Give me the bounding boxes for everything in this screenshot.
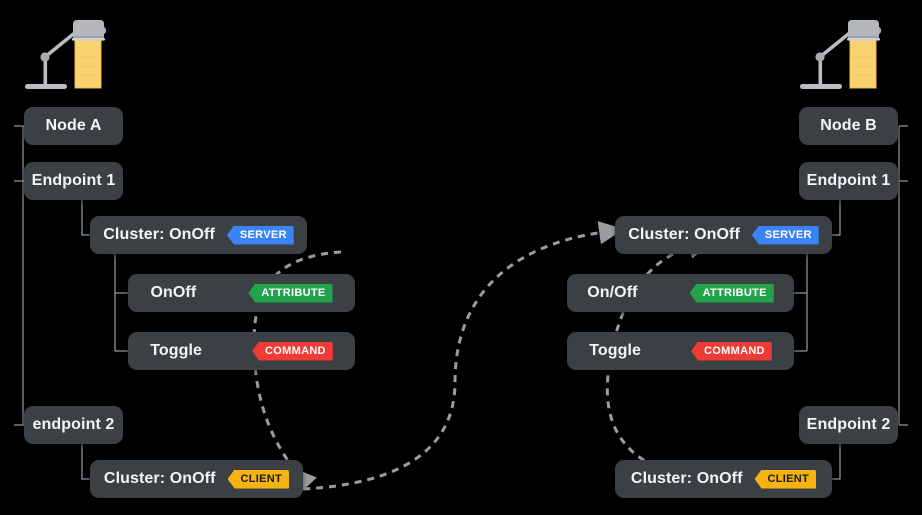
desk-lamp-icon-left xyxy=(25,20,107,89)
left-attribute-onoff-label: OnOff xyxy=(150,284,197,301)
left-cluster-onoff-server-label: Cluster: OnOff xyxy=(103,226,215,243)
node-a-label: Node A xyxy=(45,117,102,134)
right-client-badge: CLIENT xyxy=(754,469,817,489)
right-attribute-badge: ATTRIBUTE xyxy=(689,283,774,303)
left-server-badge: SERVER xyxy=(226,225,294,245)
left-command-badge: COMMAND xyxy=(252,341,333,361)
node-a-box[interactable]: Node A xyxy=(24,107,123,145)
left-command-toggle-label: Toggle xyxy=(150,342,203,359)
left-cluster-onoff-client-box[interactable]: Cluster: OnOff CLIENT xyxy=(90,460,303,498)
left-cluster-onoff-server-box[interactable]: Cluster: OnOff SERVER xyxy=(90,216,307,254)
left-endpoint-1-box[interactable]: Endpoint 1 xyxy=(24,162,123,200)
right-server-badge: SERVER xyxy=(751,225,819,245)
right-command-badge: COMMAND xyxy=(691,341,772,361)
right-endpoint-2-label: Endpoint 2 xyxy=(806,416,891,433)
left-cluster-onoff-client-label: Cluster: OnOff xyxy=(103,470,216,487)
node-b-label: Node B xyxy=(820,117,877,134)
left-endpoint-2-box[interactable]: endpoint 2 xyxy=(24,406,123,444)
node-b-box[interactable]: Node B xyxy=(799,107,898,145)
right-endpoint-1-box[interactable]: Endpoint 1 xyxy=(799,162,898,200)
right-endpoint-2-box[interactable]: Endpoint 2 xyxy=(799,406,898,444)
left-command-toggle-box[interactable]: Toggle COMMAND xyxy=(128,332,355,370)
left-attribute-onoff-box[interactable]: OnOff ATTRIBUTE xyxy=(128,274,355,312)
right-cluster-onoff-server-label: Cluster: OnOff xyxy=(628,226,740,243)
left-endpoint-2-label: endpoint 2 xyxy=(32,416,115,433)
left-client-badge: CLIENT xyxy=(227,469,290,489)
right-attribute-onoff-label: On/Off xyxy=(587,284,638,301)
right-attribute-onoff-box[interactable]: On/Off ATTRIBUTE xyxy=(567,274,794,312)
right-cluster-onoff-server-box[interactable]: Cluster: OnOff SERVER xyxy=(615,216,832,254)
right-cluster-onoff-client-label: Cluster: OnOff xyxy=(630,470,743,487)
right-command-toggle-box[interactable]: Toggle COMMAND xyxy=(567,332,794,370)
left-attribute-badge: ATTRIBUTE xyxy=(248,283,333,303)
right-command-toggle-label: Toggle xyxy=(589,342,642,359)
right-endpoint-1-label: Endpoint 1 xyxy=(806,172,891,189)
desk-lamp-icon-right xyxy=(800,20,882,89)
left-endpoint-1-label: Endpoint 1 xyxy=(31,172,116,189)
right-cluster-onoff-client-box[interactable]: Cluster: OnOff CLIENT xyxy=(615,460,832,498)
